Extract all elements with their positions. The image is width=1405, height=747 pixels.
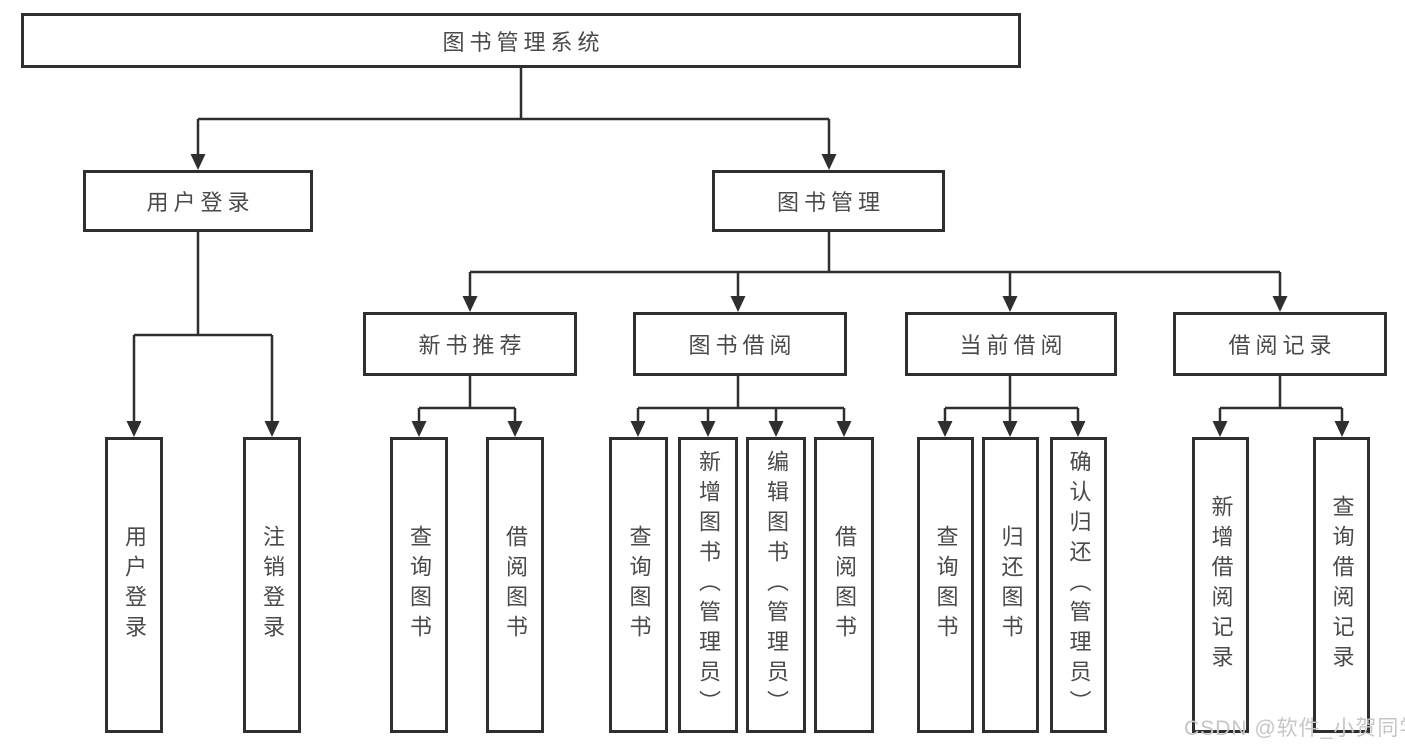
leaf-return-books-label: 归还图书 <box>998 525 1024 645</box>
leaf-edit-books-admin: 编辑图书（管理员） <box>746 437 806 733</box>
node-book-borrowing: 图书借阅 <box>633 312 847 376</box>
node-library-system: 图书管理系统 <box>21 13 1021 68</box>
leaf-add-borrow-record: 新增借阅记录 <box>1192 437 1249 733</box>
leaf-add-borrow-record-label: 新增借阅记录 <box>1208 495 1234 675</box>
leaf-confirm-return-admin: 确认归还（管理员） <box>1050 437 1107 733</box>
node-borrowing-records-label: 借阅记录 <box>1228 333 1337 358</box>
connector-user-login-to-leaves <box>126 232 280 437</box>
leaf-query-books-recommend-label: 查询图书 <box>407 525 432 645</box>
leaf-query-books-current-label: 查询图书 <box>933 525 959 645</box>
leaf-user-login: 用户登录 <box>105 437 163 733</box>
node-new-book-recommend: 新书推荐 <box>363 312 577 376</box>
leaf-borrow-books-borrowing: 借阅图书 <box>814 437 874 733</box>
csdn-watermark: CSDN @软件_小贺同学 <box>1184 717 1405 740</box>
connector-borrowing-records-to-leaves <box>1212 376 1350 437</box>
leaf-query-books-current: 查询图书 <box>917 437 974 733</box>
node-current-borrowing: 当前借阅 <box>905 312 1117 376</box>
connector-new-book-recommend-to-leaves <box>411 376 523 437</box>
leaf-logout: 注销登录 <box>243 437 301 733</box>
leaf-borrow-books-recommend-label: 借阅图书 <box>503 525 528 645</box>
leaf-borrow-books-borrowing-label: 借阅图书 <box>832 525 857 645</box>
leaf-add-books-admin: 新增图书（管理员） <box>678 437 738 733</box>
leaf-query-books-recommend: 查询图书 <box>390 437 448 733</box>
leaf-edit-books-admin-label: 编辑图书（管理员） <box>764 450 789 720</box>
connector-book-borrowing-to-leaves <box>630 376 852 437</box>
leaf-query-borrow-record-label: 查询借阅记录 <box>1329 495 1355 675</box>
node-library-system-label: 图书管理系统 <box>442 29 605 55</box>
node-user-login-branch-label: 用户登录 <box>146 190 255 215</box>
leaf-user-login-label: 用户登录 <box>122 525 147 645</box>
leaf-query-borrow-record: 查询借阅记录 <box>1313 437 1370 733</box>
leaf-query-books-borrowing: 查询图书 <box>609 437 668 733</box>
node-book-management-branch: 图书管理 <box>712 170 945 232</box>
leaf-logout-label: 注销登录 <box>260 525 285 645</box>
leaf-return-books: 归还图书 <box>982 437 1039 733</box>
node-user-login-branch: 用户登录 <box>83 170 313 232</box>
node-book-management-branch-label: 图书管理 <box>776 190 885 215</box>
leaf-borrow-books-recommend: 借阅图书 <box>486 437 544 733</box>
leaf-query-books-borrowing-label: 查询图书 <box>626 525 652 645</box>
leaf-confirm-return-admin-label: 确认归还（管理员） <box>1066 450 1092 720</box>
connector-root-to-level2 <box>190 68 837 170</box>
node-current-borrowing-label: 当前借阅 <box>959 333 1068 358</box>
connector-book-management-to-level3 <box>462 232 1288 312</box>
node-borrowing-records: 借阅记录 <box>1173 312 1387 376</box>
node-new-book-recommend-label: 新书推荐 <box>418 333 527 358</box>
leaf-add-books-admin-label: 新增图书（管理员） <box>696 450 721 720</box>
node-book-borrowing-label: 图书借阅 <box>688 333 797 358</box>
connector-current-borrowing-to-leaves <box>937 376 1086 437</box>
